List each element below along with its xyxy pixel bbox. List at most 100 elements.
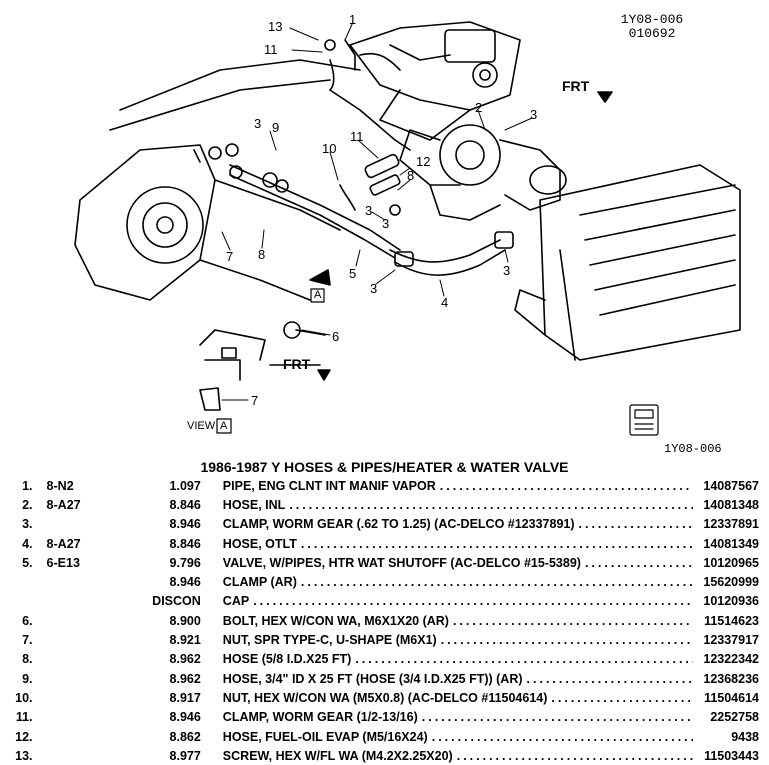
parts-row-group: 8.921 bbox=[169, 633, 201, 648]
callout-9: 9 bbox=[272, 120, 280, 135]
parts-row-description-text: HOSE, OTLT bbox=[222, 536, 297, 551]
parts-row-description-text: CLAMP, WORM GEAR (1/2-13/16) bbox=[222, 710, 418, 725]
parts-row-group: 8.917 bbox=[169, 690, 201, 705]
leader-dots: ........................................… bbox=[439, 478, 693, 493]
parts-row: 8. 8.962 HOSE (5/8 I.D.X25 FT)............… bbox=[0, 650, 769, 669]
leader-dots: ........................................… bbox=[526, 671, 693, 686]
evap-hoses bbox=[339, 153, 401, 216]
parts-row-location bbox=[47, 688, 126, 707]
parts-row-description-text: PIPE, ENG CLNT INT MANIF VAPOR bbox=[222, 478, 436, 493]
parts-row-item: 11. bbox=[15, 710, 33, 725]
parts-row-description: BOLT, HEX W/CON WA, M6X1X20 (AR)........… bbox=[223, 611, 693, 630]
callout-3-f: 3 bbox=[503, 263, 511, 278]
parts-row-part-number: 12337891 bbox=[703, 517, 759, 532]
parts-row: 10. 8.917 NUT, HEX W/CON WA (M5X0.8) (AC-D… bbox=[0, 688, 769, 707]
parts-row-item: 12. bbox=[15, 729, 33, 744]
parts-row-description: HOSE, 3/4" ID X 25 FT (HOSE (3/4 I.D.X25… bbox=[223, 669, 693, 688]
parts-row-part-number: 12368236 bbox=[703, 671, 759, 686]
leader-dots: ........................................… bbox=[551, 690, 693, 705]
parts-row-description: CLAMP (AR)..............................… bbox=[223, 572, 693, 591]
water-pump bbox=[399, 124, 567, 221]
parts-row-part-number: 10120965 bbox=[703, 555, 759, 570]
drawing-reference-icon bbox=[629, 404, 659, 436]
callout-3-b: 3 bbox=[254, 116, 262, 131]
parts-row-description: CLAMP, WORM GEAR (1/2-13/16)............… bbox=[223, 708, 693, 727]
parts-row-location bbox=[47, 572, 126, 591]
view-caption-box bbox=[216, 418, 232, 434]
callout-8-b: 8 bbox=[258, 247, 266, 262]
engine-block bbox=[74, 59, 361, 301]
parts-row-location bbox=[47, 515, 126, 534]
figure-code-line1: 1Y08-006 bbox=[620, 12, 684, 27]
parts-row-item: 13. bbox=[15, 748, 33, 763]
frt-label: FRT bbox=[562, 78, 590, 94]
parts-row-group: 8.962 bbox=[169, 652, 201, 667]
callout-8-a: 8 bbox=[407, 168, 415, 183]
callout-12: 12 bbox=[416, 154, 431, 169]
parts-row-item: 1. bbox=[22, 478, 33, 493]
parts-row-description: HOSE (5/8 I.D.X25 FT)...................… bbox=[223, 650, 693, 669]
leader-dots: ........................................… bbox=[289, 497, 692, 512]
vapor-pipe bbox=[324, 39, 411, 151]
view-a-arrow-icon bbox=[309, 269, 331, 286]
parts-row-location bbox=[47, 592, 126, 611]
parts-row-description: SCREW, HEX W/FL WA (M4.2X2.25X20).......… bbox=[223, 746, 693, 765]
callout-11-b: 11 bbox=[350, 129, 364, 144]
callout-2: 2 bbox=[475, 100, 483, 115]
parts-row-group: 8.946 bbox=[169, 517, 201, 532]
view-a-box bbox=[310, 288, 325, 303]
parts-row-location bbox=[47, 746, 126, 765]
parts-row-description-text: HOSE, 3/4" ID X 25 FT (HOSE (3/4 I.D.X25… bbox=[222, 671, 523, 686]
radiator bbox=[514, 164, 741, 361]
parts-row-description: CLAMP, WORM GEAR (.62 TO 1.25) (AC-DELCO… bbox=[223, 515, 693, 534]
callout-11: 11 bbox=[264, 42, 278, 57]
parts-row-description-text: HOSE (5/8 I.D.X25 FT) bbox=[222, 652, 352, 667]
parts-row-part-number: 12337917 bbox=[703, 633, 759, 648]
leader-dots: ........................................… bbox=[584, 555, 693, 570]
parts-row-description-text: BOLT, HEX W/CON WA, M6X1X20 (AR) bbox=[222, 613, 449, 628]
parts-row-description: NUT, SPR TYPE-C, U-SHAPE (M6X1).........… bbox=[223, 630, 693, 649]
parts-row-location bbox=[47, 650, 126, 669]
intake-manifold bbox=[349, 21, 521, 141]
parts-row-group: 8.946 bbox=[169, 710, 201, 725]
callout-10: 10 bbox=[322, 141, 337, 156]
leader-dots: ........................................… bbox=[355, 652, 692, 667]
exploded-diagram bbox=[74, 21, 741, 436]
leader-dots: ........................................… bbox=[440, 633, 693, 648]
parts-row-description-text: HOSE, FUEL-OIL EVAP (M5/16X24) bbox=[222, 729, 428, 744]
leader-lines bbox=[221, 21, 533, 401]
parts-row-location: 8-A27 bbox=[46, 536, 81, 551]
parts-row-group: 8.946 bbox=[169, 575, 201, 590]
parts-row-part-number: 2252758 bbox=[710, 710, 759, 725]
parts-row-description-text: CAP bbox=[222, 594, 250, 609]
parts-row: 11. 8.946 CLAMP, WORM GEAR (1/2-13/16)....… bbox=[0, 708, 769, 727]
parts-row-group: 9.796 bbox=[169, 555, 201, 570]
parts-row-part-number: 10120936 bbox=[703, 594, 759, 609]
parts-row-item: 10. bbox=[15, 690, 33, 705]
leader-dots: ........................................… bbox=[300, 536, 693, 551]
callout-6: 6 bbox=[332, 329, 340, 344]
parts-row-description: HOSE, FUEL-OIL EVAP (M5/16X24)..........… bbox=[223, 727, 693, 746]
parts-row-item: 5. bbox=[22, 555, 33, 570]
footer-figure-code: 1Y08-006 bbox=[664, 442, 722, 456]
callout-3-c: 3 bbox=[365, 203, 373, 218]
parts-row-description-text: CLAMP, WORM GEAR (.62 TO 1.25) (AC-DELCO… bbox=[222, 517, 575, 532]
clamps-left bbox=[193, 143, 289, 193]
parts-row-location bbox=[47, 669, 126, 688]
leader-dots: ........................................… bbox=[421, 710, 693, 725]
parts-row-description: NUT, HEX W/CON WA (M5X0.8) (AC-DELCO #11… bbox=[223, 688, 693, 707]
parts-row-location bbox=[47, 727, 126, 746]
parts-row-item: 8. bbox=[22, 652, 33, 667]
parts-row-location: 8-A27 bbox=[46, 497, 81, 512]
parts-row-part-number: 14081348 bbox=[703, 497, 759, 512]
parts-row-description: HOSE, INL...............................… bbox=[223, 495, 693, 514]
parts-row-location bbox=[47, 630, 126, 649]
parts-row-item: 3. bbox=[22, 517, 33, 532]
view-caption: VIEW bbox=[187, 420, 216, 432]
